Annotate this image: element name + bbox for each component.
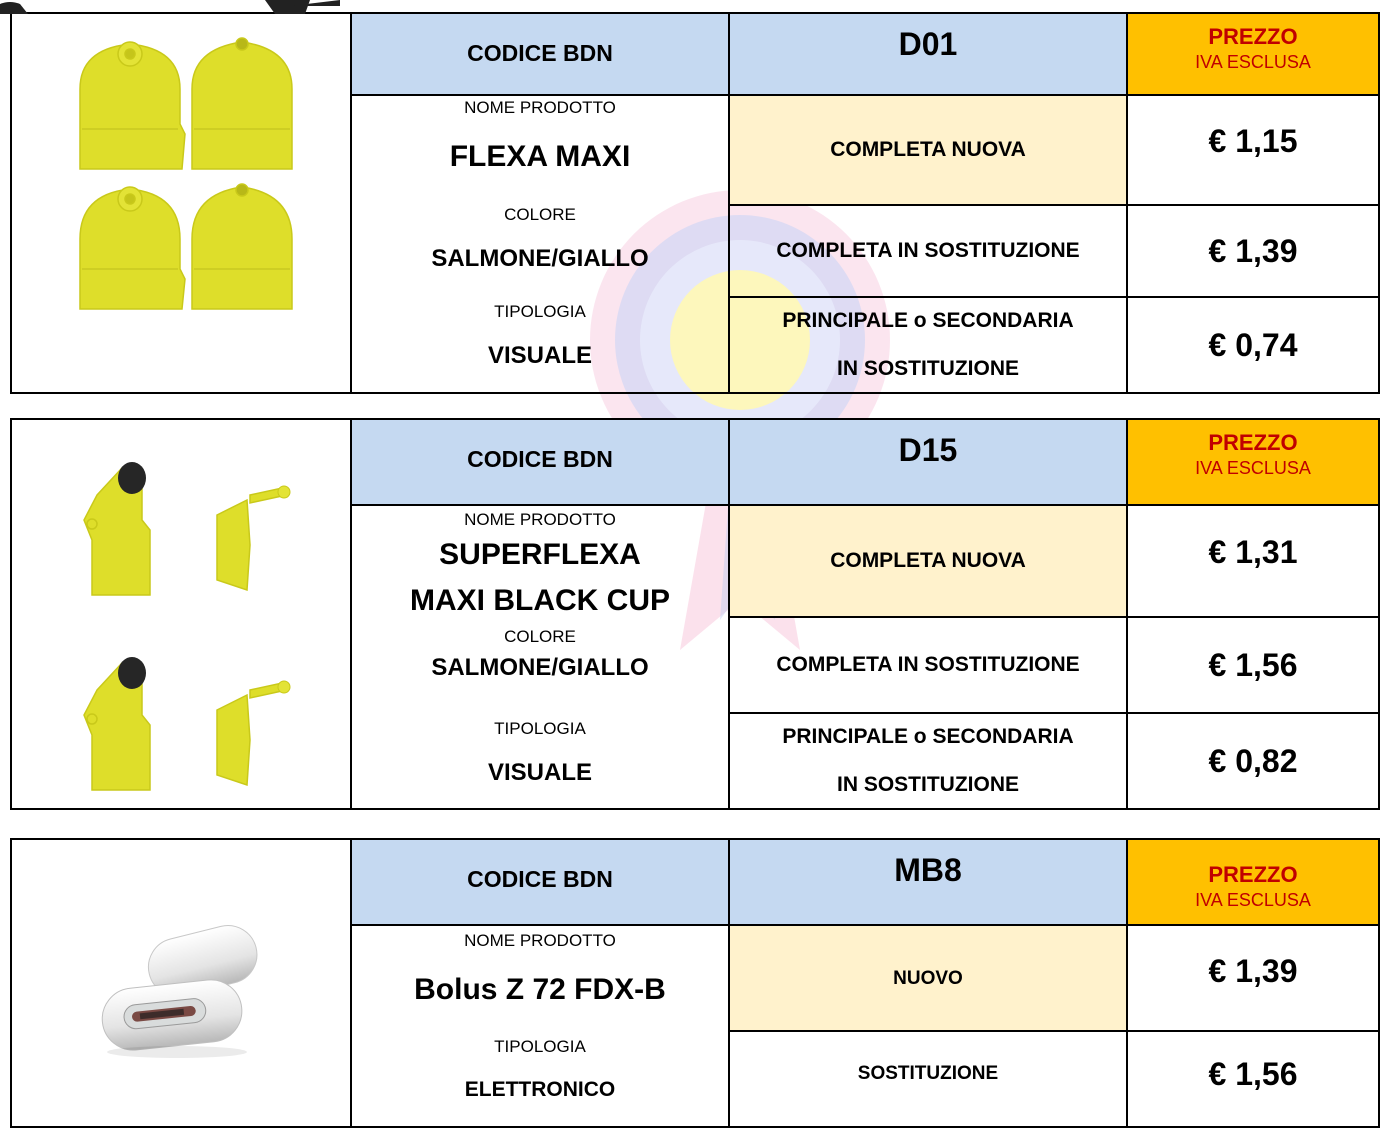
product-type: VISUALE [487,342,592,369]
codice-bdn-header: CODICE BDN [352,420,728,506]
colore-label: COLORE [504,627,576,646]
bdn-code-header: MB8 [730,840,1126,926]
option-row: COMPLETA NUOVA [730,96,1126,204]
price-value: € 1,56 [1208,1055,1298,1092]
option-row: PRINCIPALE o SECONDARIA IN SOSTITUZIONE [730,712,1126,808]
prezzo-header: PREZZO IVA ESCLUSA [1128,420,1378,506]
price-value: € 1,39 [1208,232,1298,269]
product-image-cell [12,14,352,392]
ear-tag-superflexa-black-cup-image [83,462,291,791]
codice-bdn-label: CODICE BDN [467,866,613,892]
option-row: COMPLETA NUOVA [730,506,1126,616]
ear-tag-flexa-maxi-image [79,37,293,310]
product-color: SALMONE/GIALLO [431,245,649,272]
options-column: D01 COMPLETA NUOVA COMPLETA IN SOSTITUZI… [730,14,1128,392]
iva-esclusa-label: IVA ESCLUSA [1195,890,1311,910]
prezzo-label: PREZZO [1208,430,1298,455]
price-value: € 0,82 [1208,742,1298,779]
bdn-code-header: D15 [730,420,1126,506]
price-value: € 1,15 [1208,122,1298,159]
price-cell: € 1,39 [1128,204,1378,296]
option-label: SOSTITUZIONE [857,1063,999,1084]
price-value: € 1,31 [1208,533,1298,570]
product-info-column: CODICE BDN NOME PRODOTTO Bolus Z 72 FDX-… [352,840,730,1126]
bdn-code: D01 [898,26,958,62]
option-label-line1: PRINCIPALE o SECONDARIA [782,725,1074,748]
nome-prodotto-label: NOME PRODOTTO [464,510,616,529]
options-column: D15 COMPLETA NUOVA COMPLETA IN SOSTITUZI… [730,420,1128,808]
prezzo-header: PREZZO IVA ESCLUSA [1128,14,1378,96]
option-label-line1: PRINCIPALE o SECONDARIA [782,309,1074,332]
product-image-cell [12,840,352,1126]
price-cell: € 1,39 [1128,926,1378,1016]
product-color: SALMONE/GIALLO [431,654,649,681]
option-label-line2: IN SOSTITUZIONE [836,773,1019,796]
bdn-code: MB8 [894,852,962,888]
bdn-code-header: D01 [730,14,1126,96]
options-column: MB8 NUOVO SOSTITUZIONE [730,840,1128,1126]
price-column: PREZZO IVA ESCLUSA € 1,39 € 1,56 [1128,840,1378,1126]
price-value: € 1,56 [1208,646,1298,683]
option-label: COMPLETA NUOVA [830,138,1026,161]
option-label-line2: IN SOSTITUZIONE [836,357,1019,380]
option-row: SOSTITUZIONE [730,1030,1126,1116]
codice-bdn-header: CODICE BDN [352,14,728,96]
price-column: PREZZO IVA ESCLUSA € 1,15 € 1,39 € 0,74 [1128,14,1378,392]
prezzo-header: PREZZO IVA ESCLUSA [1128,840,1378,926]
product-card-mb8: CODICE BDN NOME PRODOTTO Bolus Z 72 FDX-… [10,838,1380,1128]
product-name: FLEXA MAXI [449,140,631,173]
option-label: NUOVO [893,968,963,989]
codice-bdn-label: CODICE BDN [467,40,613,66]
nome-prodotto-label: NOME PRODOTTO [464,931,616,950]
nome-prodotto-label: NOME PRODOTTO [464,98,616,117]
option-row: PRINCIPALE o SECONDARIA IN SOSTITUZIONE [730,296,1126,392]
iva-esclusa-label: IVA ESCLUSA [1195,52,1311,72]
option-row: NUOVO [730,926,1126,1032]
tipologia-label: TIPOLOGIA [494,1037,586,1056]
product-card-d15: CODICE BDN NOME PRODOTTO SUPERFLEXA MAXI… [10,418,1380,810]
colore-label: COLORE [504,205,576,224]
product-name: Bolus Z 72 FDX-B [414,973,666,1006]
option-row: COMPLETA IN SOSTITUZIONE [730,616,1126,712]
product-type: VISUALE [487,759,592,786]
bdn-code: D15 [898,432,958,468]
product-type: ELETTRONICO [464,1078,616,1101]
price-column: PREZZO IVA ESCLUSA € 1,31 € 1,56 € 0,82 [1128,420,1378,808]
price-cell: € 1,15 [1128,96,1378,186]
tipologia-label: TIPOLOGIA [494,719,586,738]
option-row: COMPLETA IN SOSTITUZIONE [730,204,1126,296]
option-label: COMPLETA NUOVA [830,549,1026,572]
watermark-rosette-graphic [590,190,890,650]
product-card-d01: CODICE BDN NOME PRODOTTO FLEXA MAXI COLO… [10,12,1380,394]
prezzo-label: PREZZO [1208,862,1298,887]
bolus-electronic-tag-image [101,925,258,1058]
tipologia-label: TIPOLOGIA [494,302,586,321]
product-name-line2: MAXI BLACK CUP [410,584,670,617]
price-value: € 1,39 [1208,952,1298,989]
price-cell: € 1,31 [1128,506,1378,598]
product-info-column: CODICE BDN NOME PRODOTTO SUPERFLEXA MAXI… [352,420,730,808]
product-image-cell [12,420,352,808]
codice-bdn-header: CODICE BDN [352,840,728,926]
price-cell: € 1,56 [1128,1030,1378,1116]
product-info-column: CODICE BDN NOME PRODOTTO FLEXA MAXI COLO… [352,14,730,392]
prezzo-label: PREZZO [1208,24,1298,49]
option-label: COMPLETA IN SOSTITUZIONE [776,239,1080,262]
price-cell: € 0,82 [1128,712,1378,808]
product-name-line1: SUPERFLEXA [439,538,641,571]
codice-bdn-label: CODICE BDN [467,446,613,472]
price-value: € 0,74 [1208,326,1298,363]
corner-logo-fragment [0,0,340,14]
iva-esclusa-label: IVA ESCLUSA [1195,458,1311,478]
price-cell: € 0,74 [1128,296,1378,392]
price-cell: € 1,56 [1128,616,1378,712]
option-label: COMPLETA IN SOSTITUZIONE [776,653,1080,676]
